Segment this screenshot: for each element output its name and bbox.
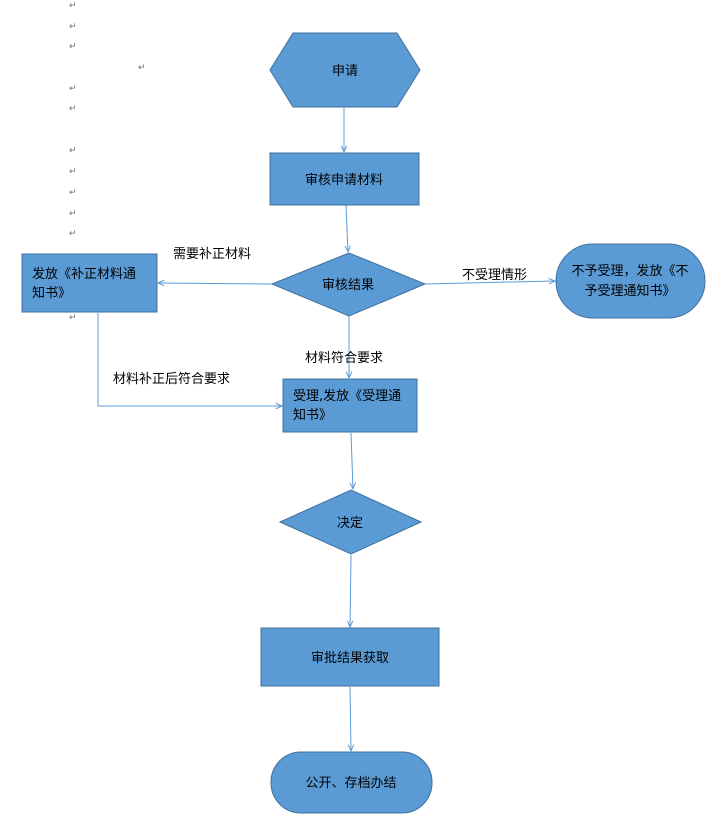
paragraph-mark: ↵ bbox=[69, 146, 77, 156]
process-shape bbox=[282, 378, 418, 433]
edge-label-after-supplement-ok: 材料补正后符合要求 bbox=[113, 371, 230, 387]
node-decision: 决定 bbox=[278, 489, 423, 555]
edge-labels: 需要补正材料 不受理情形 材料符合要求 材料补正后符合要求 bbox=[113, 247, 527, 387]
edge-supplement-to-accept bbox=[97, 313, 282, 406]
process-shape bbox=[21, 253, 158, 313]
node-decision-label: 决定 bbox=[337, 516, 363, 531]
edge-label-needs-supplement: 需要补正材料 bbox=[173, 247, 251, 262]
node-apply-label: 申请 bbox=[332, 64, 358, 79]
decision-shape bbox=[270, 252, 427, 317]
paragraph-mark: ↵ bbox=[69, 22, 77, 32]
process-shape bbox=[260, 627, 440, 687]
node-review-result-label: 审核结果 bbox=[322, 278, 374, 293]
node-supplement-notice-line-1: 发放《补正材料通 bbox=[32, 266, 136, 282]
node-review-materials: 审核申请材料 bbox=[269, 152, 420, 206]
edge-accept-to-decision bbox=[351, 432, 353, 489]
paragraph-mark: ↵ bbox=[138, 63, 146, 73]
edges bbox=[97, 108, 555, 751]
edge-result-to-reject bbox=[424, 281, 555, 285]
node-review-result: 审核结果 bbox=[270, 252, 427, 317]
terminator-shape bbox=[270, 751, 433, 814]
paragraph-mark: ↵ bbox=[69, 188, 77, 198]
node-publish-archive: 公开、存档办结 bbox=[270, 751, 433, 814]
node-accept-notice: 受理,发放《受理通 知书》 bbox=[282, 378, 418, 433]
paragraph-mark: ↵ bbox=[69, 1, 77, 11]
paragraph-mark: ↵ bbox=[69, 209, 77, 219]
node-approval-result-label: 审批结果获取 bbox=[311, 651, 389, 666]
node-publish-archive-label: 公开、存档办结 bbox=[305, 776, 396, 791]
paragraph-mark: ↵ bbox=[69, 229, 77, 239]
paragraph-mark: ↵ bbox=[69, 104, 77, 114]
node-accept-notice-line-2: 知书》 bbox=[293, 407, 332, 423]
paragraph-mark: ↵ bbox=[69, 84, 77, 94]
node-reject-notice-line-2: 予受理通知书》 bbox=[584, 283, 675, 299]
edge-approval-to-publish bbox=[350, 686, 351, 751]
edge-result-to-supplement bbox=[158, 283, 273, 284]
node-accept-notice-line-1: 受理,发放《受理通 bbox=[293, 388, 401, 404]
edge-label-materials-ok: 材料符合要求 bbox=[305, 350, 383, 366]
paragraph-marks: ↵ ↵ ↵ ↵ ↵ ↵ ↵ ↵ ↵ ↵ ↵ ↵ bbox=[69, 1, 146, 323]
node-reject-notice: 不予受理，发放《不 予受理通知书》 bbox=[555, 243, 706, 319]
node-approval-result: 审批结果获取 bbox=[260, 627, 440, 687]
edge-review-to-result bbox=[346, 204, 348, 252]
paragraph-mark: ↵ bbox=[69, 42, 77, 52]
edge-decision-to-approval bbox=[350, 554, 351, 627]
paragraph-mark: ↵ bbox=[69, 313, 77, 323]
terminator-shape bbox=[555, 243, 706, 319]
node-supplement-notice: 发放《补正材料通 知书》 bbox=[21, 253, 158, 313]
edge-label-not-accepted: 不受理情形 bbox=[462, 268, 527, 283]
paragraph-mark: ↵ bbox=[69, 167, 77, 177]
hexagon-shape bbox=[269, 32, 421, 108]
node-apply: 申请 bbox=[269, 32, 421, 108]
node-review-materials-label: 审核申请材料 bbox=[305, 173, 383, 188]
node-reject-notice-line-1: 不予受理，发放《不 bbox=[571, 263, 688, 279]
node-supplement-notice-line-2: 知书》 bbox=[32, 285, 71, 301]
process-shape bbox=[269, 152, 420, 206]
decision-shape bbox=[278, 489, 423, 555]
